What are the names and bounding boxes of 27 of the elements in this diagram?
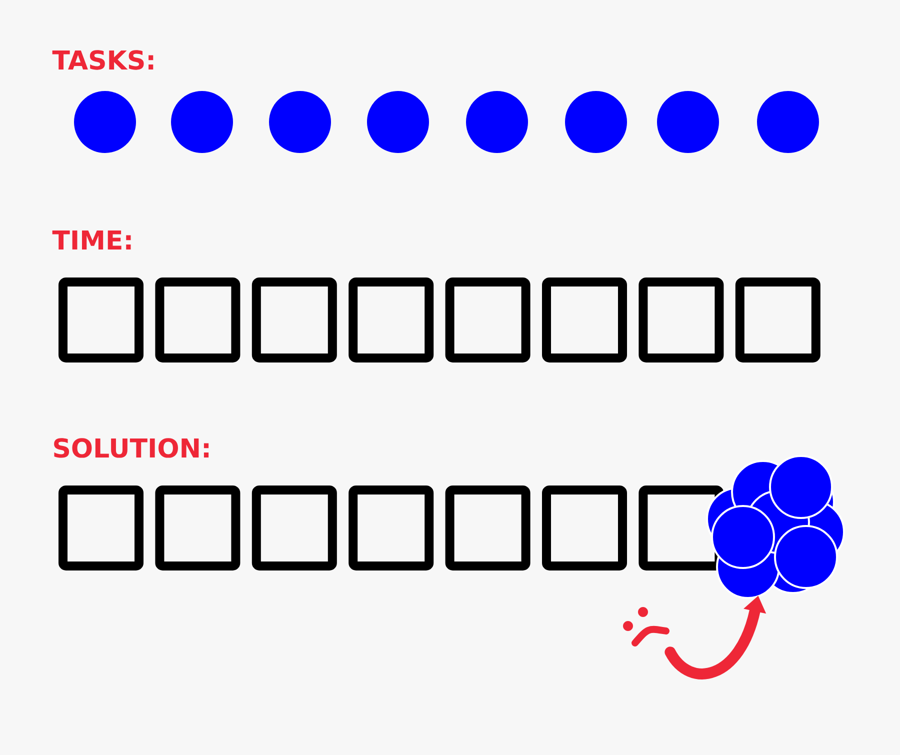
dot bbox=[757, 91, 819, 153]
section-heading: TASKS: bbox=[52, 50, 154, 70]
section-heading: TIME: bbox=[52, 230, 131, 250]
dot bbox=[565, 91, 627, 153]
section-heading: SOLUTION: bbox=[54, 438, 209, 458]
square bbox=[542, 486, 627, 570]
square bbox=[542, 278, 627, 362]
square bbox=[155, 486, 240, 570]
square bbox=[348, 486, 434, 570]
dot-cluster bbox=[706, 454, 845, 599]
square bbox=[155, 278, 240, 362]
square bbox=[58, 278, 144, 362]
sad-face-drawing bbox=[623, 606, 670, 646]
square bbox=[638, 278, 724, 362]
square bbox=[252, 486, 337, 570]
dot bbox=[657, 91, 719, 153]
dot bbox=[466, 91, 528, 153]
square bbox=[58, 486, 144, 570]
dot bbox=[171, 91, 233, 153]
dot bbox=[74, 91, 136, 153]
square bbox=[445, 278, 530, 362]
square bbox=[252, 278, 337, 362]
square bbox=[445, 486, 530, 570]
dot bbox=[269, 91, 331, 153]
dot bbox=[367, 91, 429, 153]
square bbox=[348, 278, 434, 362]
square bbox=[735, 278, 820, 362]
